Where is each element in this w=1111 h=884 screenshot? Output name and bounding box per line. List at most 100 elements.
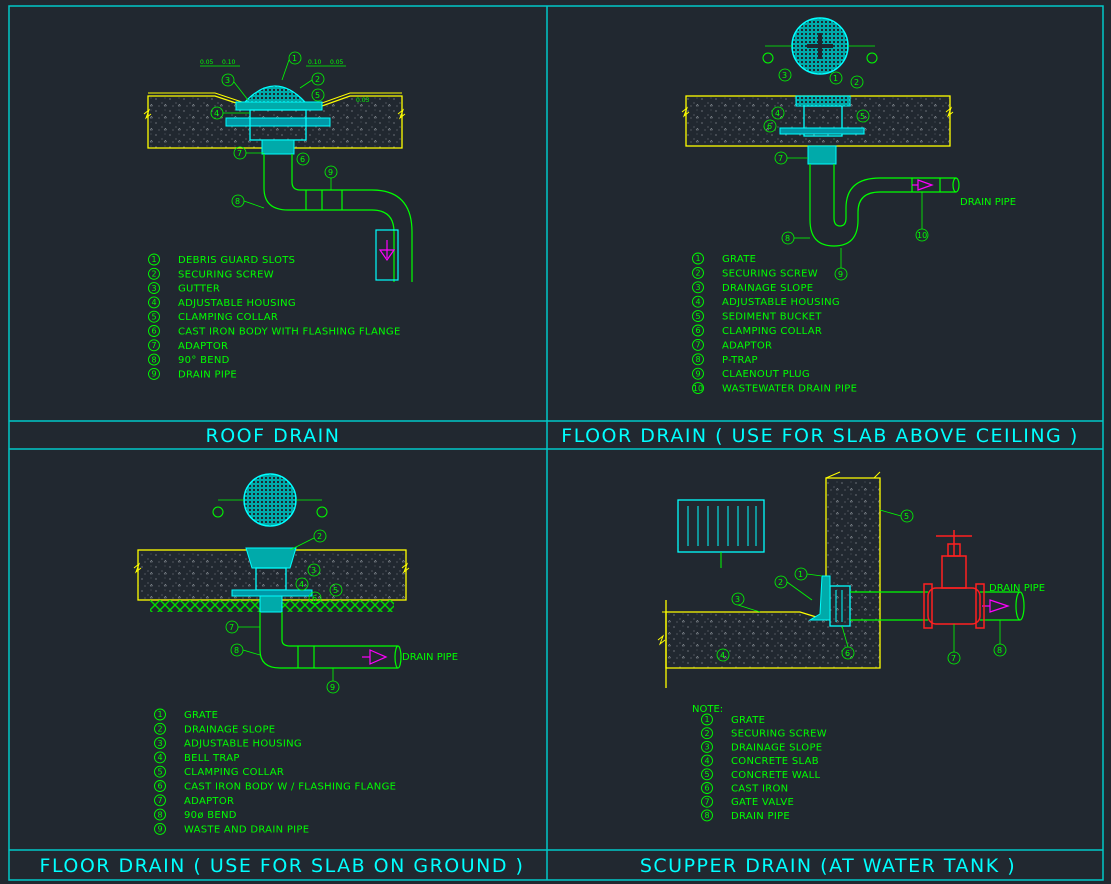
legend-number: 1 [704, 715, 709, 724]
svg-text:4: 4 [299, 580, 304, 589]
legend-item: 90ø BEND [184, 810, 237, 821]
drain-pipe-label: DRAIN PIPE [960, 197, 1016, 208]
legend-marker [154, 780, 166, 792]
legend-marker [154, 708, 166, 721]
svg-text:2: 2 [317, 532, 322, 541]
dim-label: 0.05 [330, 59, 344, 66]
roof-drain-pipe [263, 154, 413, 282]
legend-number: 1 [151, 255, 156, 264]
dim-label: 0.05 [200, 59, 214, 66]
legend-item: ADJUSTABLE HOUSING [722, 297, 840, 308]
scupper-callouts [716, 509, 1007, 665]
legend-marker [692, 382, 704, 395]
svg-text:8: 8 [234, 646, 239, 655]
svg-text:3: 3 [225, 76, 230, 85]
legend-item: ADAPTOR [722, 340, 772, 351]
drain-pipe-label: DRAIN PIPE [989, 583, 1045, 594]
ground-drain-body [231, 547, 313, 613]
legend-item: GRATE [731, 715, 765, 726]
legend-marker [692, 310, 704, 323]
legend-item: GUTTER [178, 284, 220, 295]
p-trap [809, 164, 960, 247]
legend-marker [701, 713, 713, 726]
legend-marker [148, 267, 160, 280]
legend-marker [154, 808, 166, 821]
legend-item: DRAIN PIPE [178, 369, 237, 380]
svg-text:5: 5 [860, 112, 865, 121]
legend-marker [701, 754, 713, 767]
legend-marker [701, 809, 713, 822]
legend-marker [692, 353, 704, 366]
scupper-fitting [808, 575, 851, 627]
legend-item: SECURING SCREW [722, 268, 818, 279]
legend-item: GRATE [722, 254, 756, 265]
legend-item: GRATE [184, 710, 218, 721]
svg-text:10: 10 [917, 231, 927, 240]
svg-text:3: 3 [782, 71, 787, 80]
legend-item: CLAMPING COLLAR [184, 767, 284, 778]
legend-item: ADJUSTABLE HOUSING [178, 298, 296, 309]
legend-number: 7 [157, 796, 162, 805]
svg-text:6: 6 [300, 155, 305, 164]
legend-number: 8 [157, 810, 162, 819]
legend-item: CLAMPING COLLAR [722, 326, 822, 337]
svg-text:4: 4 [775, 109, 780, 118]
svg-text:7: 7 [237, 149, 242, 158]
legend-marker [154, 737, 166, 750]
svg-text:9: 9 [328, 168, 333, 177]
svg-text:5: 5 [333, 586, 338, 595]
ground-callout-numbers: 234 567 89 [229, 532, 338, 692]
svg-text:1: 1 [292, 54, 297, 63]
legend-item: SEDIMENT BUCKET [722, 312, 822, 323]
floor-drain-ceiling-title: FLOOR DRAIN ( USE FOR SLAB ABOVE CEILING… [561, 425, 1078, 447]
svg-text:9: 9 [330, 683, 335, 692]
legend-marker [692, 281, 704, 294]
dim-label: 0.10 [308, 59, 322, 66]
dim-label: 0.10 [222, 59, 236, 66]
legend-number: 6 [157, 782, 162, 791]
svg-text:1: 1 [833, 74, 838, 83]
svg-text:6: 6 [845, 649, 850, 658]
legend-number: 2 [151, 270, 156, 279]
roof-drain-dims: 0.05 0.10 0.10 0.05 0.03 [200, 59, 370, 104]
legend-marker [154, 722, 166, 735]
svg-text:8: 8 [785, 234, 790, 243]
legend-item: SECURING SCREW [731, 729, 827, 740]
scupper-grate-elevation [677, 499, 765, 568]
legend-item: WASTEWATER DRAIN PIPE [722, 384, 857, 395]
drain-pipe-label: DRAIN PIPE [402, 652, 458, 663]
legend-marker [692, 266, 704, 279]
legend-number: 2 [695, 269, 700, 278]
legend-number: 9 [695, 369, 700, 378]
svg-text:6: 6 [767, 122, 772, 131]
ceiling-callouts [763, 68, 929, 281]
svg-text:2: 2 [854, 78, 859, 87]
legend-number: 10 [693, 384, 703, 393]
legend-item: BELL TRAP [184, 753, 240, 764]
scupper-drain-title: SCUPPER DRAIN (AT WATER TANK ) [640, 855, 1016, 877]
legend-number: 7 [151, 341, 156, 350]
legend-item: GATE VALVE [731, 797, 794, 808]
legend-item: DRAIN PIPE [731, 811, 790, 822]
legend-number: 8 [695, 355, 700, 364]
legend-number: 4 [704, 756, 709, 765]
legend-number: 7 [695, 341, 700, 350]
legend-item: CLAMPING COLLAR [178, 312, 278, 323]
legend-marker [701, 727, 713, 740]
legend-item: CAST IRON BODY WITH FLASHING FLANGE [178, 327, 401, 338]
floor-drain-ground-title: FLOOR DRAIN ( USE FOR SLAB ON GROUND ) [40, 855, 525, 877]
legend-number: 2 [704, 729, 709, 738]
svg-text:4: 4 [214, 109, 219, 118]
legend-marker [148, 339, 160, 352]
svg-text:8: 8 [997, 646, 1002, 655]
legend-item: DRAINAGE SLOPE [722, 283, 813, 294]
legend-number: 3 [157, 739, 162, 748]
